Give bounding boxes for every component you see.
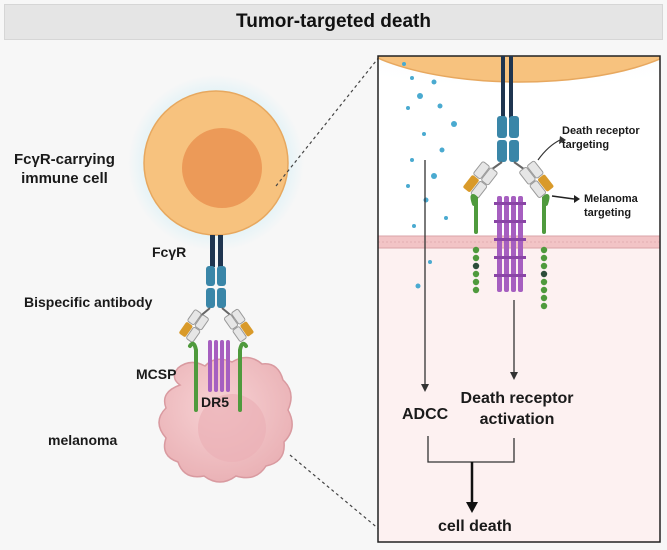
fcgr-label: FcγR (152, 244, 187, 260)
left-dr5-receptor (208, 340, 230, 392)
title-bar: Tumor-targeted death (4, 4, 663, 40)
death-receptor-activation-label: Death receptor activation (452, 388, 582, 430)
zoom-panel-border (377, 55, 661, 543)
immune-cell-label-line2: immune cell (21, 170, 108, 187)
diagram-title: Tumor-targeted death (236, 11, 431, 32)
mcsp-label: MCSP (136, 366, 177, 382)
immune-cell (128, 75, 304, 251)
left-bispecific-antibody (179, 235, 254, 343)
cell-death-arrow (466, 462, 478, 513)
immune-cell-label-line1: FcγR-carrying (14, 151, 115, 168)
melanoma-callout-arrow (551, 195, 575, 200)
cell-death-label: cell death (438, 518, 512, 535)
activation-arrow (510, 300, 518, 380)
melanoma-targeting-line2: targeting (584, 207, 632, 219)
activation-line2: activation (479, 411, 555, 428)
adcc-arrow (421, 160, 429, 392)
death-receptor-targeting-line1: Death receptor (562, 125, 640, 137)
right-mcsp-receptor-right (540, 194, 550, 310)
bispecific-antibody-label: Bispecific antibody (24, 294, 153, 310)
right-dr5-receptor (494, 196, 526, 292)
zoom-line-top (275, 55, 381, 187)
activation-line1: Death receptor (460, 390, 574, 407)
immune-cell-label: FcγR-carrying immune cell (14, 150, 115, 188)
zoom-line-bottom (289, 454, 381, 531)
melanoma-cell (158, 356, 293, 483)
melanoma-targeting-label: Melanoma targeting (584, 192, 638, 220)
melanoma-targeting-line1: Melanoma (584, 193, 638, 205)
death-receptor-callout-arrow (537, 139, 561, 161)
right-mcsp-receptor-left (470, 194, 480, 294)
death-receptor-targeting-line2: targeting (562, 139, 610, 151)
right-bispecific-antibody (463, 56, 554, 199)
melanoma-label: melanoma (48, 432, 118, 448)
zoom-panel-graphics (378, 56, 660, 542)
dr5-label: DR5 (201, 394, 230, 410)
death-receptor-targeting-label: Death receptor targeting (562, 124, 640, 152)
adcc-label: ADCC (402, 406, 449, 423)
left-mcsp-receptor (188, 341, 248, 412)
